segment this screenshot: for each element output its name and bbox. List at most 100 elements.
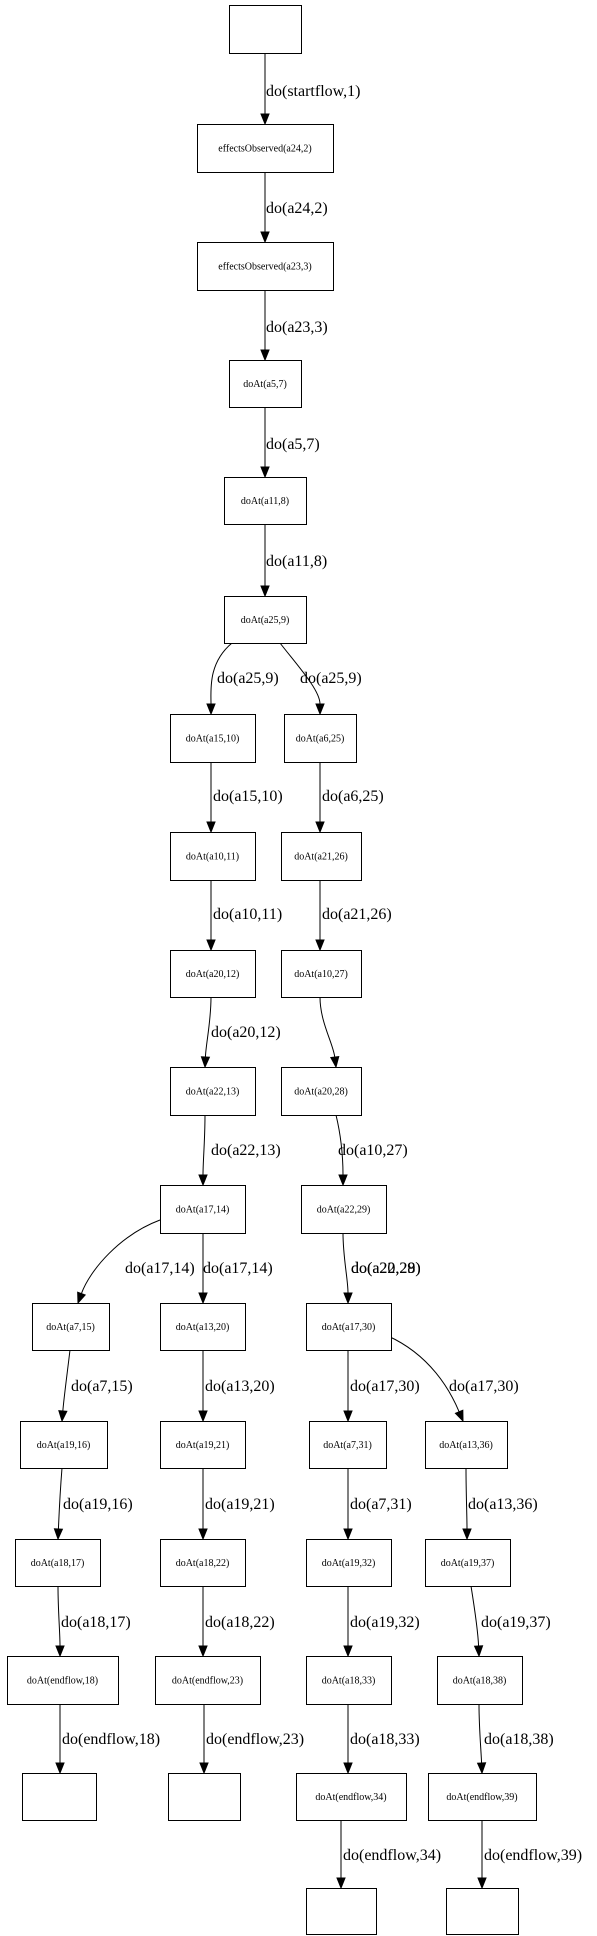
edge-line <box>342 1232 349 1294</box>
edge-n_a17_14-n_a7_15: do(a17,14) <box>77 1219 195 1305</box>
node-n_a18_38: doAt(a18,38) <box>437 1656 523 1705</box>
edge-label: do(endflow,34) <box>343 1847 441 1864</box>
edge-line <box>202 1114 206 1176</box>
edge-n_a22_13-n_a17_14: do(a22,13) <box>198 1114 281 1187</box>
node-label: doAt(endflow,34) <box>315 1792 386 1803</box>
node-n_eo23: effectsObserved(a23,3) <box>197 242 334 291</box>
edge-label: do(a23,3) <box>266 319 328 336</box>
node-box <box>170 832 256 881</box>
node-n_a7_15: doAt(a7,15) <box>32 1303 110 1351</box>
edge-label: do(endflow,18) <box>62 1731 160 1748</box>
node-box <box>170 1067 256 1116</box>
node-n_a11: doAt(a11,8) <box>224 477 307 525</box>
edge-n_a20_12-n_a22_13: do(a20,12) <box>200 996 281 1069</box>
edge-n_a21-n_a10_27: do(a21,26) <box>315 879 392 952</box>
node-box <box>229 5 302 54</box>
arrowhead-icon <box>206 939 216 952</box>
node-label: doAt(a5,7) <box>243 379 287 390</box>
node-box <box>309 1421 387 1469</box>
node-label: doAt(a13,20) <box>176 1322 230 1333</box>
edge-n_a20_28-n_a22_29: do(a20,28) <box>335 1114 421 1277</box>
node-box <box>15 1539 101 1587</box>
arrowhead-icon <box>343 1645 353 1658</box>
arrowhead-icon <box>329 1055 340 1069</box>
node-label: doAt(a17,30) <box>322 1322 376 1333</box>
edge-line <box>80 1219 161 1294</box>
node-n_a20_28: doAt(a20,28) <box>281 1067 362 1116</box>
edge-label: do(a22,29) <box>351 1260 421 1277</box>
node-label: doAt(a10,11) <box>186 852 239 863</box>
node-n_a18_17: doAt(a18,17) <box>15 1539 101 1587</box>
node-label: doAt(a18,22) <box>176 1558 230 1569</box>
edge-line <box>279 642 321 705</box>
node-box <box>281 832 362 881</box>
node-box <box>306 1656 392 1705</box>
arrowhead-icon <box>476 1762 487 1775</box>
edge-label: do(endflow,23) <box>206 1731 304 1748</box>
node-n_end23: doAt(endflow,23) <box>155 1656 261 1705</box>
arrowhead-icon <box>200 1056 211 1069</box>
node-box <box>197 124 334 173</box>
node-label: doAt(a21,26) <box>294 852 348 863</box>
arrowhead-icon <box>343 1292 353 1305</box>
node-label: doAt(a19,32) <box>322 1558 376 1569</box>
arrowhead-icon <box>315 821 325 834</box>
arrowhead-icon <box>58 1410 68 1423</box>
node-box <box>306 1888 377 1935</box>
edge-label: do(a7,15) <box>71 1378 133 1395</box>
arrowhead-icon <box>260 231 270 244</box>
edge-line <box>204 996 212 1058</box>
node-t39 <box>446 1888 519 1935</box>
edge-n_a6-n_a21: do(a6,25) <box>315 761 384 834</box>
arrowhead-icon <box>462 1528 472 1541</box>
edge-line <box>335 1114 344 1176</box>
edge-label: do(a18,38) <box>484 1731 554 1748</box>
node-label: doAt(a15,10) <box>186 734 240 745</box>
edge-n_a10_11-n_a20_12: do(a10,11) <box>206 879 282 952</box>
node-label: doAt(a22,13) <box>186 1087 240 1098</box>
edge-n_a7_15-n_a19_16: do(a7,15) <box>58 1349 133 1423</box>
node-label: effectsObserved(a23,3) <box>218 262 311 273</box>
node-box <box>284 714 357 763</box>
node-box <box>224 477 307 525</box>
node-n_a19_16: doAt(a19,16) <box>20 1421 108 1469</box>
edge-n_a18_22-n_end23: do(a18,22) <box>198 1586 275 1658</box>
node-box <box>20 1421 108 1469</box>
node-n_eo24: effectsObserved(a24,2) <box>197 124 334 173</box>
node-n_a22_29: doAt(a22,29) <box>301 1185 387 1234</box>
node-label: doAt(a13,36) <box>439 1440 493 1451</box>
arrowhead-icon <box>260 349 270 362</box>
node-box <box>22 1773 97 1821</box>
node-label: effectsObserved(a24,2) <box>218 144 311 155</box>
edge-line <box>478 1703 483 1764</box>
arrowhead-icon <box>260 466 270 479</box>
node-label: doAt(a19,16) <box>37 1440 91 1451</box>
node-n_a13_20: doAt(a13,20) <box>160 1303 246 1351</box>
edge-label: do(a13,36) <box>468 1496 538 1513</box>
edge-label: do(endflow,39) <box>484 1847 582 1864</box>
node-label: doAt(a20,28) <box>294 1087 348 1098</box>
edge-n_end18-t18: do(endflow,18) <box>55 1704 160 1775</box>
edge-label: do(a18,22) <box>205 1614 275 1631</box>
arrowhead-icon <box>206 821 216 834</box>
edge-label: do(a7,31) <box>350 1496 412 1513</box>
edge-line <box>57 1585 61 1647</box>
edge-n_a19_32-n_a18_33: do(a19,32) <box>343 1586 420 1658</box>
edge-label: do(a20,12) <box>211 1024 281 1041</box>
edge-n_end34-t34: do(endflow,34) <box>336 1819 441 1890</box>
arrowhead-icon <box>473 1645 484 1658</box>
node-label: doAt(a18,17) <box>31 1558 85 1569</box>
arrowhead-icon <box>198 1410 208 1423</box>
node-n_a19_37: doAt(a19,37) <box>425 1539 511 1587</box>
edge-n_end39-t39: do(endflow,39) <box>477 1820 582 1890</box>
edge-n_a19_16-n_a18_17: do(a19,16) <box>53 1467 133 1541</box>
nodes-layer: effectsObserved(a24,2) effectsObserved(a2… <box>7 5 537 1935</box>
edge-label: do(a18,33) <box>350 1731 420 1748</box>
edge-n_a25-n_a6: do(a25,9) <box>279 642 362 716</box>
arrowhead-icon <box>315 939 325 952</box>
edge-n_a22_29-n_a17_30: do(a22,29) <box>342 1232 421 1305</box>
node-start <box>229 5 302 54</box>
edge-label: do(a19,21) <box>205 1496 275 1513</box>
node-label: doAt(a7,31) <box>323 1440 372 1451</box>
